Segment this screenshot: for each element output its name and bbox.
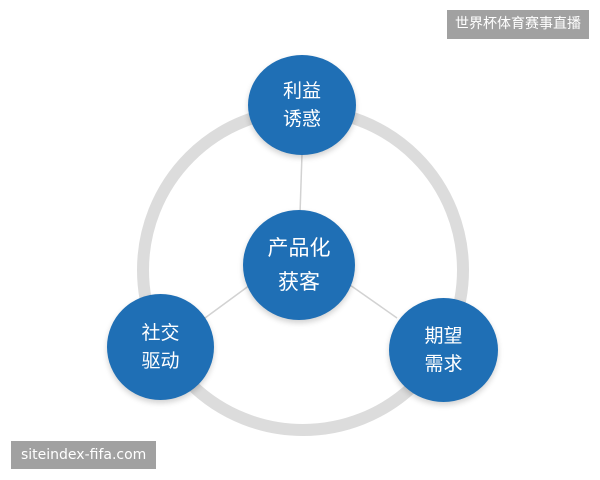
node-label-line: 期望 (424, 325, 463, 347)
node-center-productized-acquisition: 产品化 获客 (243, 210, 355, 320)
node-benefit-lure: 利益 诱惑 (248, 55, 356, 155)
watermark-bottom-left: siteindex-fifa.com (11, 441, 157, 469)
center-label-line: 产品化 (267, 236, 331, 260)
node-label-line: 诱惑 (282, 108, 321, 130)
connector-center-right (349, 284, 398, 319)
node-label-line: 驱动 (141, 350, 180, 372)
center-label-line: 获客 (278, 270, 320, 294)
connector-center-top (299, 153, 303, 215)
node-label-line: 利益 (282, 80, 321, 102)
node-label-line: 需求 (424, 353, 463, 375)
connector-center-left (204, 284, 251, 319)
node-social-drive: 社交 驱动 (107, 294, 214, 400)
watermark-top-right: 世界杯体育赛事直播 (447, 10, 589, 39)
node-label-line: 社交 (141, 322, 180, 344)
node-expectation-demand: 期望 需求 (389, 298, 498, 402)
